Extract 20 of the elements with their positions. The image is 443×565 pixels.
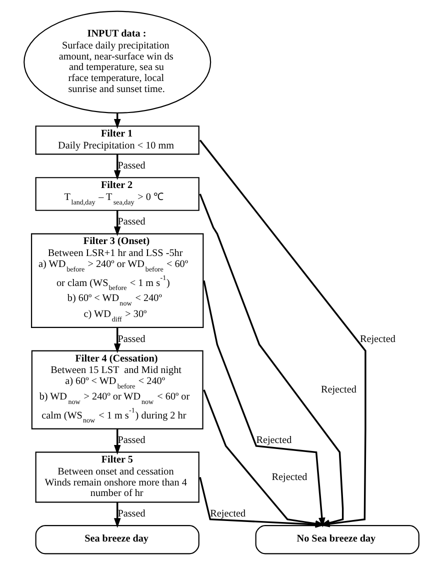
edge-label: Rejected	[256, 435, 292, 446]
edge-label: Passed	[118, 508, 146, 520]
node-ellipse: INPUT data : Surface daily precipitation amount, near-surface win ds and temperature, sea su rface temperature, local sunrise and sunset time.	[24, 10, 212, 114]
node-box: Sea breeze day	[35, 525, 200, 554]
arrow	[114, 428, 121, 455]
arrow	[114, 328, 121, 354]
edge-label: Rejected	[272, 472, 308, 483]
edge-label: Rejected	[210, 508, 246, 520]
edge-label: Passed	[118, 334, 146, 345]
edge-label: Passed	[118, 216, 146, 228]
node-box: Filter 1 Daily Precipitation < 10 mm	[35, 126, 200, 155]
arrow	[114, 210, 121, 236]
arrow	[114, 502, 121, 528]
arrow	[114, 154, 121, 180]
edge-label: Rejected	[320, 384, 356, 396]
node-box: Filter 5 Between onset and cessation Winds remain onshore more than 4 number of hr	[35, 452, 200, 503]
edge-label: Passed	[118, 435, 146, 446]
edge-label: Rejected	[360, 334, 396, 345]
node-box: No Sea breeze day	[255, 525, 420, 554]
edge-label: Passed	[118, 160, 146, 172]
